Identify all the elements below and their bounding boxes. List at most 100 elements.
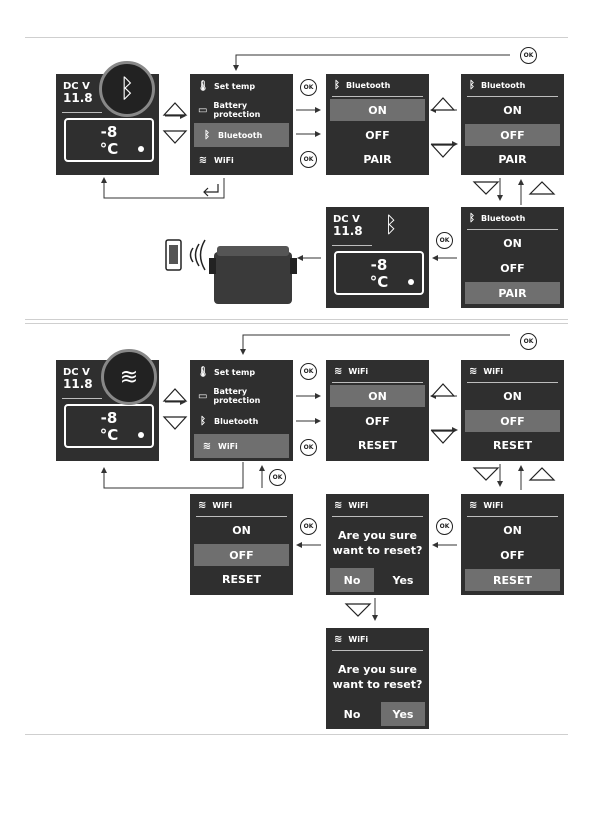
wifi-icon: ≋ bbox=[334, 365, 343, 377]
wifi-icon: ≋ bbox=[198, 154, 208, 166]
option-off[interactable]: OFF bbox=[194, 544, 289, 566]
menu-item-set-temp[interactable]: 🌡Set temp bbox=[196, 80, 256, 92]
menu-item-wifi[interactable]: ≋WiFi bbox=[194, 434, 289, 458]
phone-icon bbox=[165, 239, 182, 271]
option-off[interactable]: OFF bbox=[365, 128, 390, 142]
option-reset[interactable]: RESET bbox=[465, 569, 560, 591]
menu-item-battery-protection[interactable]: ▭Battery protection bbox=[197, 387, 261, 405]
wifi-icon: ≋ bbox=[198, 499, 207, 511]
ok-button[interactable]: OK bbox=[300, 151, 317, 168]
option-on[interactable]: ON bbox=[503, 236, 522, 250]
triangle-down-icon bbox=[430, 430, 456, 444]
wifi-screen-reset: ≋WiFi ON OFF RESET bbox=[461, 494, 564, 595]
reset-question-line1: Are you sure bbox=[338, 663, 417, 676]
dcv-value: 11.8 bbox=[333, 224, 363, 238]
wifi-icon: ≋ bbox=[334, 499, 343, 511]
menu-item-set-temp[interactable]: 🌡Set temp bbox=[196, 366, 256, 378]
bluetooth-section-frame bbox=[25, 37, 568, 320]
option-pair[interactable]: PAIR bbox=[498, 152, 527, 166]
yes-button[interactable]: Yes bbox=[392, 573, 414, 587]
temperature-unit: °C bbox=[99, 140, 119, 158]
wifi-screen-off: ≋WiFi ON OFF RESET bbox=[461, 360, 564, 461]
option-off[interactable]: OFF bbox=[465, 124, 560, 146]
triangle-down-icon bbox=[162, 416, 188, 430]
triangle-down-icon bbox=[472, 467, 500, 481]
wifi-screen-on: ≋WiFi ON OFF RESET bbox=[326, 360, 429, 461]
temperature-value: -8 bbox=[100, 123, 118, 141]
triangle-up-icon bbox=[430, 97, 456, 111]
menu-item-battery-protection[interactable]: ▭Battery protection bbox=[197, 101, 261, 119]
temperature-box: -8 °C bbox=[334, 251, 424, 295]
option-off[interactable]: OFF bbox=[465, 410, 560, 432]
cooler-box-icon bbox=[209, 246, 297, 304]
option-on[interactable]: ON bbox=[232, 523, 251, 537]
ok-button[interactable]: OK bbox=[436, 232, 453, 249]
wifi-screen-result-off: ≋WiFi ON OFF RESET bbox=[190, 494, 293, 595]
bluetooth-icon: ᛒ bbox=[204, 129, 210, 141]
ok-button[interactable]: OK bbox=[269, 469, 286, 486]
triangle-up-icon bbox=[162, 388, 188, 402]
dcv-value: 11.8 bbox=[63, 377, 93, 391]
no-button[interactable]: No bbox=[330, 568, 374, 592]
temperature-value: -8 bbox=[100, 409, 118, 427]
battery-icon: ▭ bbox=[197, 390, 208, 402]
temperature-value: -8 bbox=[370, 256, 388, 274]
ok-button[interactable]: OK bbox=[300, 518, 317, 535]
option-pair[interactable]: PAIR bbox=[363, 152, 392, 166]
option-on[interactable]: ON bbox=[503, 523, 522, 537]
bluetooth-icon: ᛒ bbox=[469, 212, 475, 224]
temperature-unit: °C bbox=[369, 273, 389, 291]
ok-button[interactable]: OK bbox=[300, 363, 317, 380]
option-on[interactable]: ON bbox=[503, 103, 522, 117]
reset-question-line1: Are you sure bbox=[338, 529, 417, 542]
wifi-icon: ≋ bbox=[469, 365, 478, 377]
triangle-down-icon bbox=[344, 603, 372, 617]
ok-button[interactable]: OK bbox=[300, 79, 317, 96]
wifi-icon: ≋ bbox=[334, 633, 343, 645]
option-reset[interactable]: RESET bbox=[358, 438, 397, 452]
dcv-value: 11.8 bbox=[63, 91, 93, 105]
wifi-icon: ≋ bbox=[202, 440, 212, 452]
menu-item-wifi[interactable]: ≋WiFi bbox=[190, 148, 293, 172]
reset-confirm-screen-no: ≋WiFi Are you sure want to reset? No Yes bbox=[326, 494, 429, 595]
reset-question-line2: want to reset? bbox=[332, 544, 423, 557]
triangle-down-icon bbox=[472, 181, 500, 195]
option-on[interactable]: ON bbox=[330, 99, 425, 121]
option-reset[interactable]: RESET bbox=[222, 572, 261, 586]
ok-button[interactable]: OK bbox=[520, 333, 537, 350]
wifi-icon: ≋ bbox=[101, 349, 157, 405]
bluetooth-icon: ᛒ bbox=[469, 79, 475, 91]
bluetooth-icon: ᛒ bbox=[334, 79, 340, 91]
option-on[interactable]: ON bbox=[330, 385, 425, 407]
reset-question-line2: want to reset? bbox=[332, 678, 423, 691]
ok-button[interactable]: OK bbox=[300, 439, 317, 456]
option-on[interactable]: ON bbox=[503, 389, 522, 403]
ok-button[interactable]: OK bbox=[436, 518, 453, 535]
yes-button[interactable]: Yes bbox=[381, 702, 425, 726]
temperature-box: -8 °C bbox=[64, 404, 154, 448]
temperature-unit: °C bbox=[99, 426, 119, 444]
wifi-icon: ≋ bbox=[469, 499, 478, 511]
option-off[interactable]: OFF bbox=[500, 548, 525, 562]
no-button[interactable]: No bbox=[343, 707, 361, 721]
return-icon bbox=[203, 184, 219, 197]
reset-confirm-screen-yes: ≋WiFi Are you sure want to reset? No Yes bbox=[326, 628, 429, 729]
bluetooth-blinking-icon: ᛒ bbox=[384, 213, 398, 238]
option-off[interactable]: OFF bbox=[500, 261, 525, 275]
option-reset[interactable]: RESET bbox=[493, 438, 532, 452]
triangle-up-icon bbox=[162, 102, 188, 116]
battery-icon: ▭ bbox=[197, 104, 208, 116]
option-pair[interactable]: PAIR bbox=[465, 282, 560, 304]
triangle-up-icon bbox=[528, 467, 556, 481]
triangle-up-icon bbox=[430, 383, 456, 397]
option-off[interactable]: OFF bbox=[365, 414, 390, 428]
ok-button[interactable]: OK bbox=[520, 47, 537, 64]
dcv-label: DC V bbox=[63, 81, 90, 92]
